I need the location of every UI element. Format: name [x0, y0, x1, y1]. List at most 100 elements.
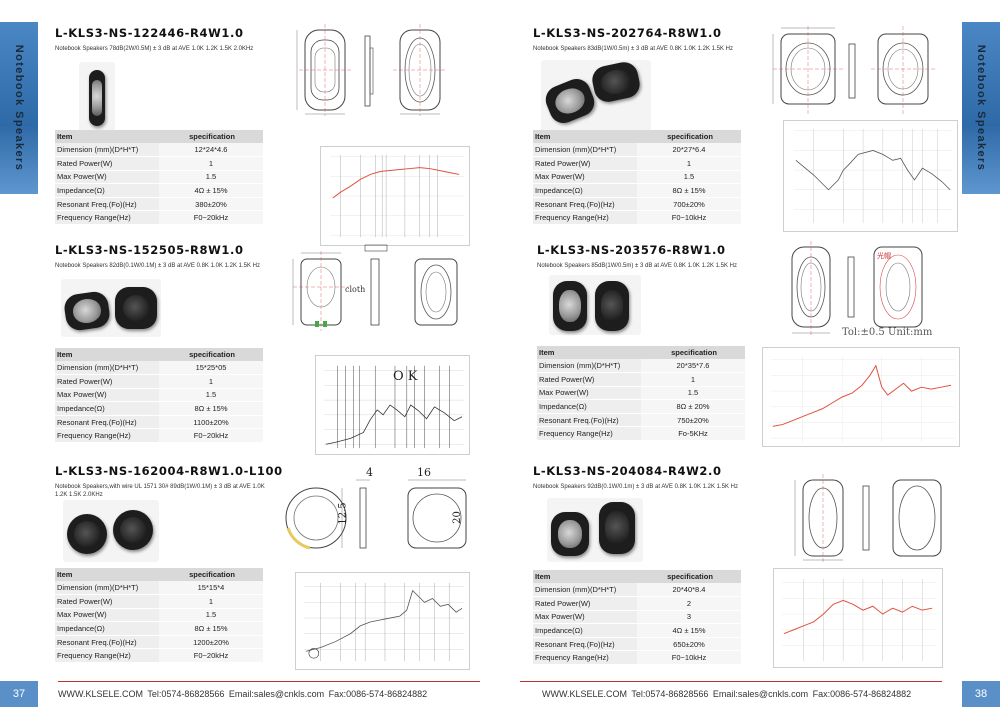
spec-key: Resonant Freq.(Fo)(Hz) — [55, 197, 159, 212]
spec-header-spec: specification — [637, 570, 741, 583]
drawing-note-label: 光帽 — [877, 252, 891, 260]
spec-value: 20*27*6.4 — [637, 143, 741, 158]
product-description: Notebook Speakers,with wire UL 1571 30# … — [55, 484, 265, 498]
product-title: L-KLS3-NS-162004-R8W1.0-L100 — [55, 464, 283, 478]
spec-row: Impedance(Ω)8Ω ± 15% — [533, 183, 741, 198]
spec-row: Resonant Freq.(Fo)(Hz)700±20% — [533, 197, 741, 212]
speaker-image — [62, 290, 112, 332]
spec-value: 380±20% — [159, 197, 263, 212]
dimension-drawing — [280, 468, 480, 562]
dimension-drawing — [783, 474, 958, 566]
side-tab-left: Notebook Speakers — [0, 22, 38, 194]
spec-key: Max Power(W) — [55, 388, 159, 403]
spec-value: 12*24*4.6 — [159, 143, 263, 158]
speaker-image — [113, 510, 153, 550]
spec-value: 1 — [641, 372, 745, 387]
product-description: Notebook Speakers 82dB(0.1W/0.1M) ± 3 dB… — [55, 263, 260, 269]
spec-key: Dimension (mm)(D*H*T) — [533, 143, 637, 158]
spec-value: 8Ω ± 20% — [641, 399, 745, 414]
spec-value: Fo-5KHz — [641, 426, 745, 442]
spec-key: Rated Power(W) — [55, 156, 159, 171]
spec-header-item: Item — [55, 348, 159, 361]
side-tab-right-label: Notebook Speakers — [975, 44, 987, 172]
speaker-image — [595, 281, 629, 331]
spec-value: F0~10kHz — [637, 210, 741, 226]
product-title: L-KLS3-NS-122446-R4W1.0 — [55, 26, 244, 40]
spec-key: Max Power(W) — [533, 610, 637, 625]
spec-value: 4Ω ± 15% — [637, 623, 741, 638]
spec-row: Dimension (mm)(D*H*T)20*27*6.4 — [533, 143, 741, 158]
spec-row: Impedance(Ω)8Ω ± 15% — [55, 621, 263, 636]
spec-value: 1 — [159, 594, 263, 609]
spec-row: Resonant Freq.(Fo)(Hz)1200±20% — [55, 635, 263, 650]
spec-row: Impedance(Ω)4Ω ± 15% — [533, 623, 741, 638]
dimension-drawing — [753, 18, 958, 120]
spec-value: 1100±20% — [159, 415, 263, 430]
spec-key: Rated Power(W) — [537, 372, 641, 387]
spec-value: 8Ω ± 15% — [159, 401, 263, 416]
product-card-4: L-KLS3-NS-203576-R8W1.0 Notebook Speaker… — [537, 241, 967, 465]
spec-value: 3 — [637, 610, 741, 625]
spec-row: Dimension (mm)(D*H*T)20*40*8.4 — [533, 583, 741, 598]
spec-row: Rated Power(W)1 — [55, 374, 263, 389]
spec-value: 1.5 — [159, 388, 263, 403]
spec-key: Max Power(W) — [537, 386, 641, 401]
tolerance-note: Tol:±0.5 Unit:mm — [842, 327, 933, 338]
spec-key: Resonant Freq.(Fo)(Hz) — [533, 637, 637, 652]
product-description: Notebook Speakers 92dB(0.1W/0.1m) ± 3 dB… — [533, 484, 738, 490]
spec-row: Max Power(W)1.5 — [55, 388, 263, 403]
spec-row: Frequency Range(Hz)F0~10kHz — [533, 650, 741, 666]
footer: 37 WWW.KLSELE.COM Tel:0574-86828566 Emai… — [0, 681, 1000, 707]
spec-key: Dimension (mm)(D*H*T) — [55, 581, 159, 596]
spec-row: Resonant Freq.(Fo)(Hz)750±20% — [537, 413, 745, 428]
frequency-response-graph — [315, 355, 470, 455]
spec-key: Rated Power(W) — [533, 156, 637, 171]
spec-key: Frequency Range(Hz) — [55, 428, 159, 444]
spec-value: 1.5 — [159, 608, 263, 623]
spec-row: Rated Power(W)1 — [55, 156, 263, 171]
product-photo — [79, 62, 115, 134]
spec-key: Dimension (mm)(D*H*T) — [537, 359, 641, 374]
spec-row: Impedance(Ω)4Ω ± 15% — [55, 183, 263, 198]
spec-key: Max Power(W) — [55, 608, 159, 623]
spec-key: Resonant Freq.(Fo)(Hz) — [55, 635, 159, 650]
spec-row: Dimension (mm)(D*H*T)15*25*05 — [55, 361, 263, 376]
spec-key: Frequency Range(Hz) — [537, 426, 641, 442]
spec-value: 1.5 — [637, 170, 741, 185]
product-card-6: L-KLS3-NS-204084-R4W2.0 Notebook Speaker… — [533, 464, 963, 686]
spec-key: Impedance(Ω) — [55, 621, 159, 636]
dimension-drawing — [275, 235, 480, 337]
speaker-image — [67, 514, 107, 554]
product-title: L-KLS3-NS-152505-R8W1.0 — [55, 243, 244, 257]
product-description: Notebook Speakers 85dB(1W/0.5m) ± 3 dB a… — [537, 263, 737, 269]
product-photo — [549, 275, 641, 335]
spec-key: Resonant Freq.(Fo)(Hz) — [55, 415, 159, 430]
spec-value: 4Ω ± 15% — [159, 183, 263, 198]
spec-key: Dimension (mm)(D*H*T) — [533, 583, 637, 598]
spec-header-item: Item — [533, 570, 637, 583]
spec-value: 1 — [159, 156, 263, 171]
product-title: L-KLS3-NS-202764-R8W1.0 — [533, 26, 722, 40]
spec-key: Impedance(Ω) — [55, 401, 159, 416]
spec-key: Impedance(Ω) — [537, 399, 641, 414]
dim-label-4: 4 — [366, 466, 373, 479]
dim-label-16: 16 — [417, 466, 431, 479]
spec-value: F0~10kHz — [637, 650, 741, 666]
product-description: Notebook Speakers 83dB(1W/0.5m) ± 3 dB a… — [533, 46, 733, 52]
spec-value: 1200±20% — [159, 635, 263, 650]
graph-ok-label: O K — [393, 369, 418, 384]
spec-value: 2 — [637, 596, 741, 611]
frequency-response-graph — [762, 347, 960, 447]
spec-header-item: Item — [55, 568, 159, 581]
spec-value: 1 — [159, 374, 263, 389]
product-card-1: L-KLS3-NS-122446-R4W1.0 Notebook Speaker… — [55, 24, 485, 248]
footer-divider-left — [58, 681, 480, 682]
speaker-image — [541, 74, 599, 128]
spec-row: Dimension (mm)(D*H*T)15*15*4 — [55, 581, 263, 596]
speaker-image — [89, 70, 105, 126]
speaker-image — [553, 281, 587, 331]
spec-row: Impedance(Ω)8Ω ± 15% — [55, 401, 263, 416]
spec-row: Max Power(W)1.5 — [537, 386, 745, 401]
